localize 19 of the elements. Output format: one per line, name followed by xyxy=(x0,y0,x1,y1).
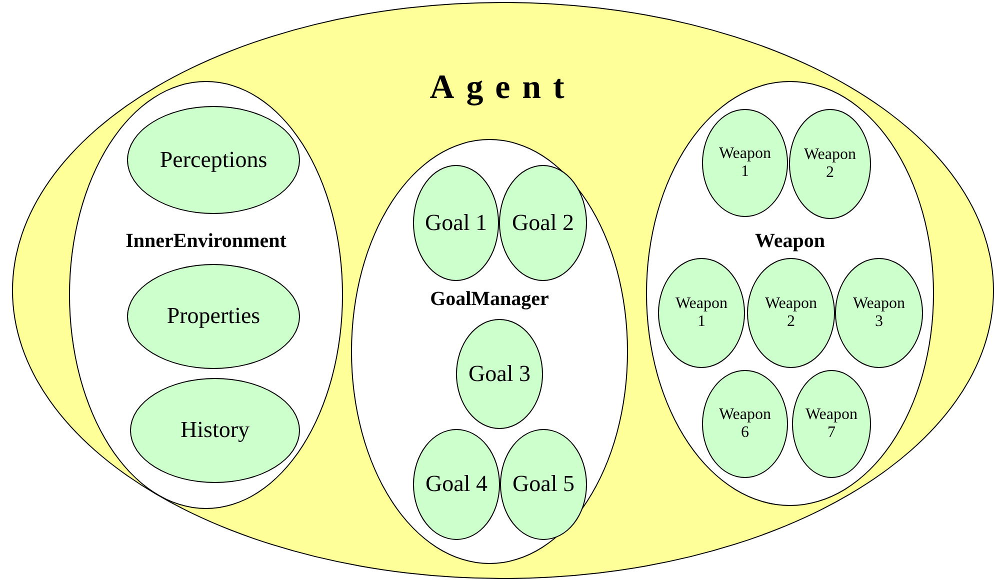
component-ellipse: Goal 2 xyxy=(499,165,587,281)
component-ellipse: Weapon 7 xyxy=(792,370,871,478)
group-title: Agent xyxy=(430,69,576,107)
component-ellipse: Weapon 1 xyxy=(658,258,745,368)
component-ellipse: Weapon 3 xyxy=(835,258,923,368)
component-ellipse: History xyxy=(130,378,300,483)
component-ellipse: Weapon 1 xyxy=(702,109,788,217)
group-title: GoalManager xyxy=(430,288,549,311)
component-ellipse: Goal 1 xyxy=(413,165,499,281)
group-title: Weapon xyxy=(754,230,826,253)
component-ellipse: Perceptions xyxy=(127,106,300,214)
component-ellipse: Weapon 2 xyxy=(747,258,835,368)
component-ellipse: Weapon 6 xyxy=(702,370,788,478)
component-ellipse: Goal 3 xyxy=(456,319,543,429)
component-ellipse: Goal 4 xyxy=(413,429,500,540)
component-ellipse: Weapon 2 xyxy=(789,109,871,219)
component-ellipse: Goal 5 xyxy=(500,429,587,540)
component-ellipse: Properties xyxy=(127,264,300,369)
group-title: InnerEnvironment xyxy=(126,230,286,253)
